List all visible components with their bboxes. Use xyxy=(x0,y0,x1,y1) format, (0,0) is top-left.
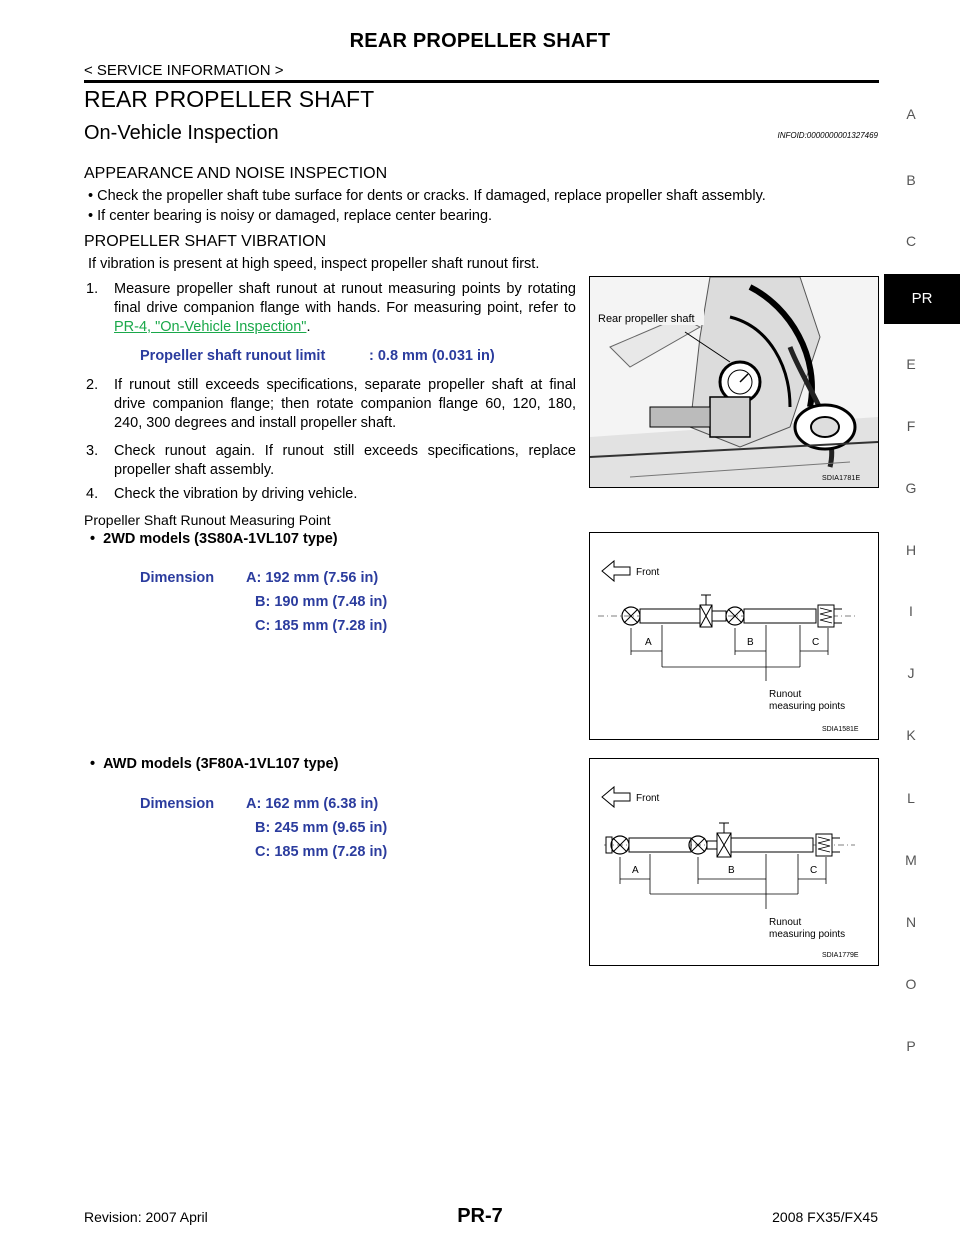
rear-propeller-shaft-label: Rear propeller shaft xyxy=(598,313,695,325)
dimension-c-2wd: C: 185 mm (7.28 in) xyxy=(255,618,388,634)
footer-revision: Revision: 2007 April xyxy=(84,1209,208,1225)
label-a: A xyxy=(632,865,639,876)
label-b: B xyxy=(747,637,754,648)
pr4-link[interactable]: PR-4, "On-Vehicle Inspection" xyxy=(114,319,307,335)
figure-awd-measuring-points: Front A B C Runout measuring points SDIA… xyxy=(589,758,879,966)
sidebar-letter-c[interactable]: C xyxy=(905,233,917,249)
step-1-body: Measure propeller shaft runout at runout… xyxy=(114,281,576,316)
step-3-number: 3. xyxy=(86,443,99,459)
appearance-bullet-1: • Check the propeller shaft tube surface… xyxy=(88,188,766,204)
header-divider xyxy=(84,80,879,83)
sidebar-letter-a[interactable]: A xyxy=(906,106,916,122)
step-1-number: 1. xyxy=(86,281,99,297)
vibration-heading: PROPELLER SHAFT VIBRATION xyxy=(84,233,327,250)
model-2wd-heading: • 2WD models (3S80A-1VL107 type) xyxy=(90,531,338,547)
sidebar-letter-g[interactable]: G xyxy=(905,480,917,496)
step-2-number: 2. xyxy=(86,377,99,393)
section-title: REAR PROPELLER SHAFT xyxy=(84,86,375,112)
front-label: Front xyxy=(636,793,660,804)
appearance-heading: APPEARANCE AND NOISE INSPECTION xyxy=(84,165,388,182)
step-4-text: Check the vibration by driving vehicle. xyxy=(114,486,358,502)
figure-code: SDIA1779E xyxy=(822,952,859,959)
label-c: C xyxy=(810,865,817,876)
sidebar-tab-pr-label: PR xyxy=(911,290,933,307)
measuring-point-heading: Propeller Shaft Runout Measuring Point xyxy=(84,512,331,528)
front-arrow-icon xyxy=(601,559,631,583)
step-2-text: If runout still exceeds specifications, … xyxy=(114,377,576,431)
appearance-bullet-2: • If center bearing is noisy or damaged,… xyxy=(88,208,493,224)
bullet-text: Check the propeller shaft tube surface f… xyxy=(97,188,766,204)
dimension-c-awd: C: 185 mm (7.28 in) xyxy=(255,844,388,860)
runout-limit-label: Propeller shaft runout limit xyxy=(140,348,326,364)
figure-code: SDIA1581E xyxy=(822,726,859,733)
model-awd-title: AWD models (3F80A-1VL107 type) xyxy=(103,756,339,772)
label-c: C xyxy=(812,637,819,648)
label-b: B xyxy=(728,865,735,876)
shaft-diagram-awd: Front A B C Runout measuring points SDIA… xyxy=(601,785,859,959)
dimension-b-2wd: B: 190 mm (7.48 in) xyxy=(255,594,388,610)
step-4-number: 4. xyxy=(86,486,99,502)
sidebar-letter-i[interactable]: I xyxy=(909,603,913,619)
figure-code: SDIA1781E xyxy=(822,475,861,482)
sidebar-letter-l[interactable]: L xyxy=(907,790,915,806)
dimension-label-2wd: Dimension xyxy=(140,570,215,586)
breadcrumb: < SERVICE INFORMATION > xyxy=(84,62,284,79)
sidebar-letter-j[interactable]: J xyxy=(907,665,915,681)
propeller-shaft-photo-illustration: Rear propeller shaft SDIA1781E xyxy=(590,277,878,487)
runout-label-line2: measuring points xyxy=(769,929,845,940)
shaft-diagram-2wd: Front A B C Runout measuring points SDIA… xyxy=(598,559,859,733)
sidebar-letter-k[interactable]: K xyxy=(906,727,916,743)
sidebar-tab-pr-active[interactable] xyxy=(884,274,960,324)
step-1-period: . xyxy=(306,319,311,335)
figure-2wd-measuring-points: Front A B C Runout measuring points SDIA… xyxy=(589,532,879,740)
bullet-text: If center bearing is noisy or damaged, r… xyxy=(97,208,493,224)
front-label: Front xyxy=(636,567,660,578)
runout-label-line1: Runout xyxy=(769,689,801,700)
runout-label-line1: Runout xyxy=(769,917,801,928)
model-awd-heading: • AWD models (3F80A-1VL107 type) xyxy=(90,756,338,772)
sidebar-letter-b[interactable]: B xyxy=(906,172,916,188)
bullet-marker: • xyxy=(90,531,96,547)
sidebar-letter-m[interactable]: M xyxy=(905,852,917,868)
step-1-text: Measure propeller shaft runout at runout… xyxy=(114,280,576,337)
sidebar-letter-p[interactable]: P xyxy=(906,1038,916,1054)
sidebar-letter-e[interactable]: E xyxy=(906,356,916,372)
dimension-b-awd: B: 245 mm (9.65 in) xyxy=(255,820,388,836)
sidebar-letter-n[interactable]: N xyxy=(905,914,917,930)
footer-model: 2008 FX35/FX45 xyxy=(772,1209,878,1225)
model-2wd-title: 2WD models (3S80A-1VL107 type) xyxy=(103,531,338,547)
dimension-a-2wd: A: 192 mm (7.56 in) xyxy=(246,570,379,586)
figure-rear-propeller-shaft-photo: Rear propeller shaft SDIA1781E xyxy=(589,276,879,488)
dimension-label-awd: Dimension xyxy=(140,796,215,812)
bullet-marker: • xyxy=(90,756,96,772)
front-arrow-icon xyxy=(601,785,631,809)
page-header-title: REAR PROPELLER SHAFT xyxy=(349,30,611,52)
sidebar-letter-h[interactable]: H xyxy=(905,542,917,558)
runout-limit-value: : 0.8 mm (0.031 in) xyxy=(369,348,495,364)
sidebar-letter-f[interactable]: F xyxy=(906,418,916,434)
footer-page-number: PR-7 xyxy=(457,1205,503,1227)
info-id: INFOID:0000000001327469 xyxy=(777,131,878,140)
dimension-a-awd: A: 162 mm (6.38 in) xyxy=(246,796,379,812)
step-3-text: Check runout again. If runout still exce… xyxy=(114,443,576,478)
vibration-intro: If vibration is present at high speed, i… xyxy=(88,256,540,272)
sidebar-letter-o[interactable]: O xyxy=(905,976,917,992)
runout-label-line2: measuring points xyxy=(769,701,845,712)
section-subtitle: On-Vehicle Inspection xyxy=(84,122,279,144)
label-a: A xyxy=(645,637,652,648)
